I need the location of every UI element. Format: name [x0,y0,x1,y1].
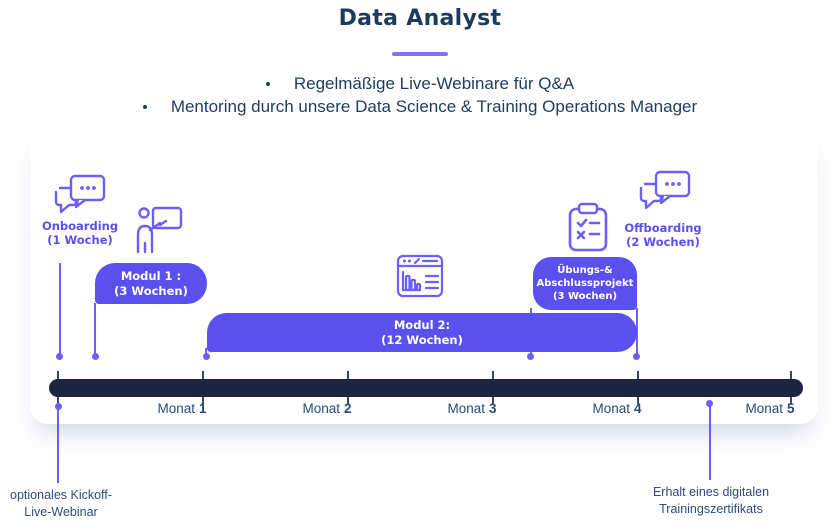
connector-line [205,348,207,354]
month-label-4: Monat 4 [582,401,652,416]
connector-dot [203,353,210,360]
month-label-2: Monat 2 [292,401,362,416]
phase-name: Onboarding [41,219,119,233]
project-pill: Übungs-& Abschlussprojekt (3 Wochen) [533,257,637,310]
bullet-item: Mentoring durch unsere Data Science & Tr… [142,95,698,118]
pill-title: Modul 2: [393,317,451,332]
month-number: 3 [489,401,497,416]
phase-name: Offboarding [624,221,702,235]
bullet-text: Regelmäßige Live-Webinare für Q&A [293,73,575,93]
clipboard-checklist-icon [565,201,611,253]
connector-dot [55,403,62,410]
title-underline [392,52,448,56]
chat-bubbles-icon [638,168,692,214]
pill-title: Abschlussprojekt [536,278,634,289]
connector-line [59,263,61,354]
pill-duration: (12 Wochen) [381,332,463,347]
month-word: Monat [302,401,340,416]
feature-bullet-list: Regelmäßige Live-Webinare für Q&A Mentor… [0,72,840,118]
month-label-3: Monat 3 [437,401,507,416]
modul2-pill: Modul 2: (12 Wochen) [207,313,637,352]
connector-dot [527,353,534,360]
bullet-dot-icon [265,81,270,86]
analytics-browser-icon [396,254,444,298]
chat-bubbles-icon [53,172,107,218]
month-word: Monat [157,401,195,416]
month-word: Monat [745,401,783,416]
kickoff-annotation: optionales Kickoff- Live-Webinar [0,487,122,521]
bullet-text: Mentoring durch unsere Data Science & Tr… [170,96,698,116]
annotation-line: Erhalt eines digitalen [652,485,770,499]
month-label-5: Monat 5 [735,401,805,416]
pill-duration: (3 Wochen) [114,283,188,298]
page-title: Data Analyst [338,6,502,31]
connector-line [709,406,711,480]
connector-dot [633,353,640,360]
certificate-annotation: Erhalt eines digitalen Trainingszertifik… [645,484,777,518]
pill-duration: (3 Wochen) [552,291,618,302]
modul1-pill: Modul 1 : (3 Wochen) [95,263,207,304]
month-number: 4 [634,401,642,416]
pill-title: Übungs-& [557,265,613,276]
month-word: Monat [592,401,630,416]
annotation-line: optionales Kickoff- [10,488,112,502]
bullet-dot-icon [142,104,147,109]
phase-duration: (1 Woche) [47,233,113,248]
onboarding-label: Onboarding (1 Woche) [30,219,130,248]
bullet-item: Regelmäßige Live-Webinare für Q&A [265,72,575,95]
annotation-line: Trainingszertifikats [659,501,763,516]
connector-line [636,308,638,354]
connector-line [57,409,59,483]
month-number: 1 [199,401,207,416]
offboarding-label: Offboarding (2 Wochen) [613,221,713,250]
presenter-board-icon [132,202,184,254]
month-number: 5 [787,401,795,416]
annotation-line: Live-Webinar [24,504,98,519]
connector-dot [706,400,713,407]
pill-title: Modul 1 : [120,268,182,283]
connector-dot [56,353,63,360]
timeline-bar [49,379,803,397]
month-number: 2 [344,401,352,416]
phase-duration: (2 Wochen) [626,235,700,250]
month-word: Monat [447,401,485,416]
connector-dot [92,353,99,360]
connector-line [94,303,96,354]
month-label-1: Monat 1 [147,401,217,416]
